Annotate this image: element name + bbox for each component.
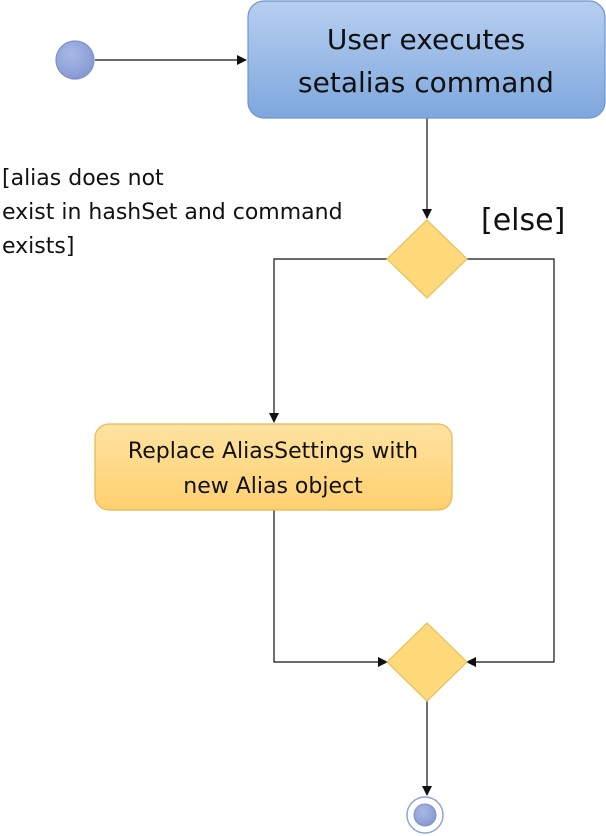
action-execute-line-1: User executes: [327, 23, 525, 56]
merge-node: [386, 622, 468, 702]
action-replace-line-1: Replace AliasSettings with: [128, 439, 418, 464]
guard-then-line-3: exists]: [2, 234, 74, 259]
action-execute-line-2: setalias command: [298, 66, 554, 99]
initial-node: [55, 40, 95, 80]
decision-node: [386, 219, 468, 299]
guard-then-line-2: exist in hashSet and command: [2, 200, 343, 225]
edge-replace-to-merge: [273, 510, 388, 667]
edge-decision-else-branch: [466, 258, 555, 667]
action-user-executes-setalias: User executes setalias command: [247, 0, 606, 119]
edges: [95, 55, 555, 796]
edge-decision-then-branch: [269, 258, 387, 423]
action-replace-line-2: new Alias object: [183, 474, 363, 499]
guard-else: [else]: [481, 203, 565, 238]
guard-then-line-1: [alias does not: [2, 166, 164, 191]
final-node: [406, 796, 444, 834]
action-replace-alias-settings: Replace AliasSettings with new Alias obj…: [94, 423, 453, 511]
guard-then: [alias does not exist in hashSet and com…: [2, 166, 343, 259]
